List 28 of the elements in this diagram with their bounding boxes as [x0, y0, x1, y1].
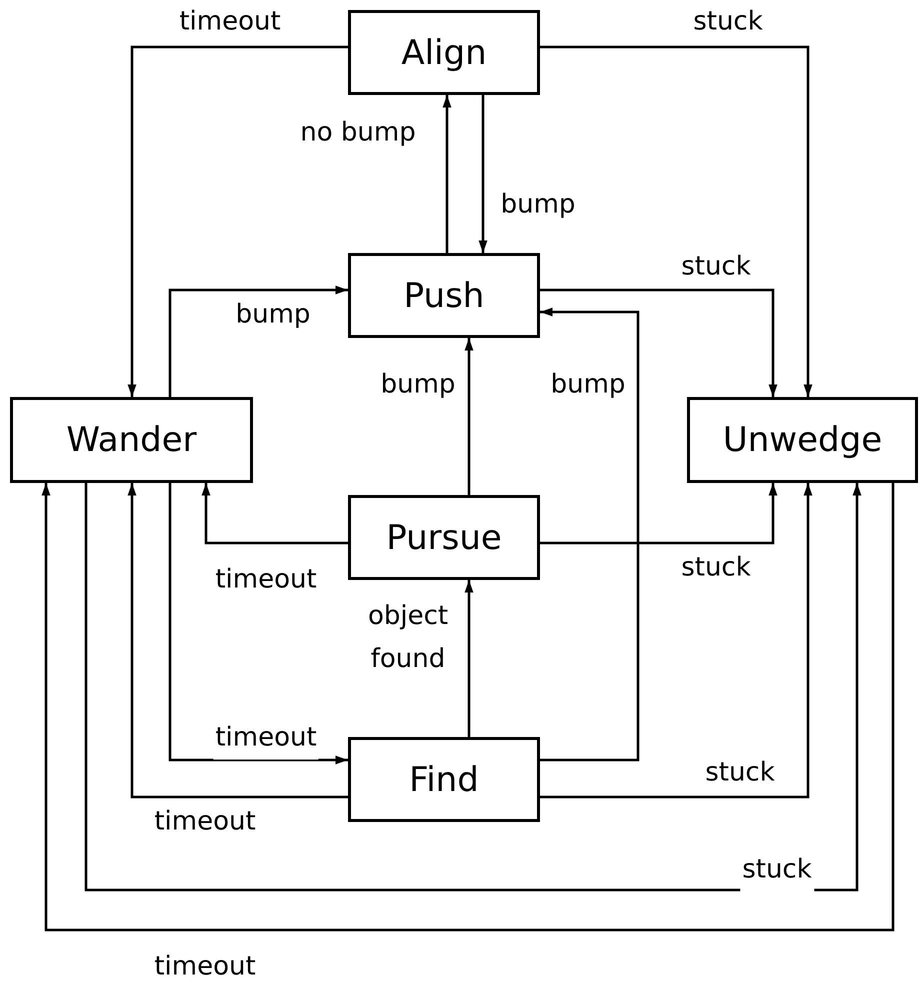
transition-arrow	[478, 95, 488, 253]
transition-arrow	[540, 483, 812, 798]
transition-arrow	[540, 46, 812, 397]
transition-arrow	[42, 483, 894, 932]
transition-arrow	[168, 286, 348, 397]
state-box	[348, 10, 540, 95]
transition-arrow	[84, 483, 862, 892]
state-name: Wander	[66, 420, 197, 460]
state-box	[348, 253, 540, 338]
transition-arrow	[442, 95, 452, 253]
state-name: Align	[401, 32, 487, 72]
transition-arrow	[540, 288, 778, 397]
transition-arrow	[540, 483, 778, 544]
transition-arrow	[168, 483, 348, 764]
transition-arrow	[464, 338, 474, 495]
state-name: Pursue	[386, 518, 502, 558]
transition-arrow	[202, 483, 348, 544]
state-box	[687, 397, 918, 483]
state-box	[348, 495, 540, 580]
state-box	[348, 737, 540, 822]
state-name: Unwedge	[722, 420, 882, 460]
state-name: Push	[404, 276, 484, 316]
state-name: Find	[409, 760, 479, 800]
state-box	[10, 397, 253, 483]
transition-arrow	[464, 580, 474, 737]
transition-arrow	[540, 308, 640, 762]
transition-arrow	[128, 483, 348, 798]
transition-arrow	[128, 46, 348, 397]
